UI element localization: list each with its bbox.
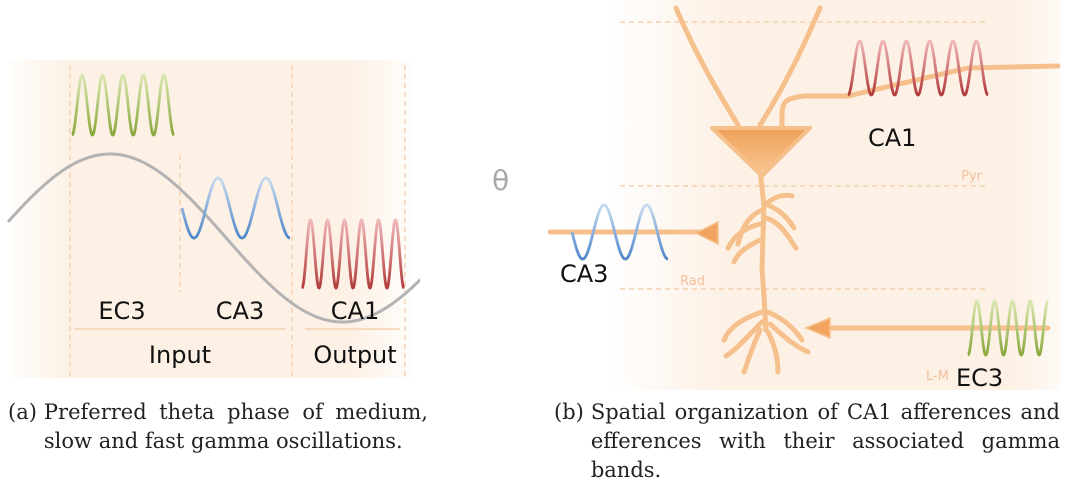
caption-b-text: Spatial organization of CA1 afferences a…: [590, 400, 1060, 482]
axon-collateral: [779, 93, 851, 131]
layer-label-lm: L-M: [926, 369, 949, 384]
svg-text:θ: θ: [492, 164, 509, 197]
panel-b-figure: Pyr Rad L-M: [548, 0, 1061, 390]
lm-branch-r3: [765, 329, 781, 375]
ca3-synapse: [694, 220, 719, 246]
output-label: Output: [313, 341, 396, 369]
radiatum-branch-r3: [761, 192, 795, 209]
radiatum-branch-r2: [763, 215, 799, 251]
layer-label-rad: Rad: [680, 274, 705, 289]
radiatum-branch-l1: [735, 207, 765, 247]
ca3-gamma-wave: [180, 176, 291, 240]
theta-wave: [6, 152, 420, 324]
panel-b-background: [608, 0, 1060, 390]
layer-label-pyr: Pyr: [961, 169, 983, 184]
ca1-efferent-axon: [845, 63, 1061, 99]
ca3-afferent-gamma-wave: [570, 203, 669, 261]
ec3-region-label: EC3: [956, 364, 1003, 390]
ec3-gamma-wave: [71, 73, 175, 137]
ec3-synapse: [804, 316, 831, 340]
caption-b-tag: (b): [554, 400, 584, 424]
phase-dividers: [69, 65, 406, 378]
radiatum-branch-l2: [725, 221, 763, 251]
pyramidal-neuron: [673, 5, 851, 375]
ec3-label: EC3: [98, 297, 145, 325]
lm-branch-l1: [721, 309, 765, 343]
caption-a-text: Preferred theta phase of medium, slow an…: [43, 400, 428, 453]
lm-branch-l3: [741, 327, 763, 375]
layer-boundaries: [620, 21, 988, 290]
input-label: Input: [149, 341, 211, 369]
ca1-gamma-wave: [301, 218, 405, 290]
panel-b: Pyr Rad L-M: [548, 0, 1068, 390]
ca3-region-label: CA3: [560, 260, 608, 288]
radiatum-branch-l3: [731, 237, 763, 265]
radiatum-branch-r1: [763, 201, 797, 231]
ca1-label: CA1: [331, 297, 379, 325]
lm-branch-r2: [767, 321, 811, 355]
ec3-afferent-gamma-wave: [967, 299, 1049, 357]
caption-a-tag: (a): [8, 400, 37, 424]
ca1-efferent-gamma-wave: [847, 39, 989, 97]
theta-symbol: θ: [492, 164, 509, 197]
primary-dendrite: [757, 167, 769, 333]
panel-a: θ EC3 CA3 CA1 Input Output: [0, 60, 420, 380]
ca3-label: CA3: [216, 297, 264, 325]
lm-branch-r1: [765, 309, 805, 343]
ca1-region-label: CA1: [868, 124, 916, 152]
apical-tuft-left: [673, 5, 741, 128]
apical-tuft-right: [757, 5, 823, 128]
caption-b: (b) Spatial organization of CA1 afferenc…: [554, 398, 1060, 485]
panel-a-figure: θ EC3 CA3 CA1 Input Output: [6, 60, 420, 378]
pyramidal-soma: [710, 126, 812, 178]
caption-a: (a) Preferred theta phase of medium, slo…: [8, 398, 428, 456]
lm-branch-l2: [723, 319, 765, 359]
